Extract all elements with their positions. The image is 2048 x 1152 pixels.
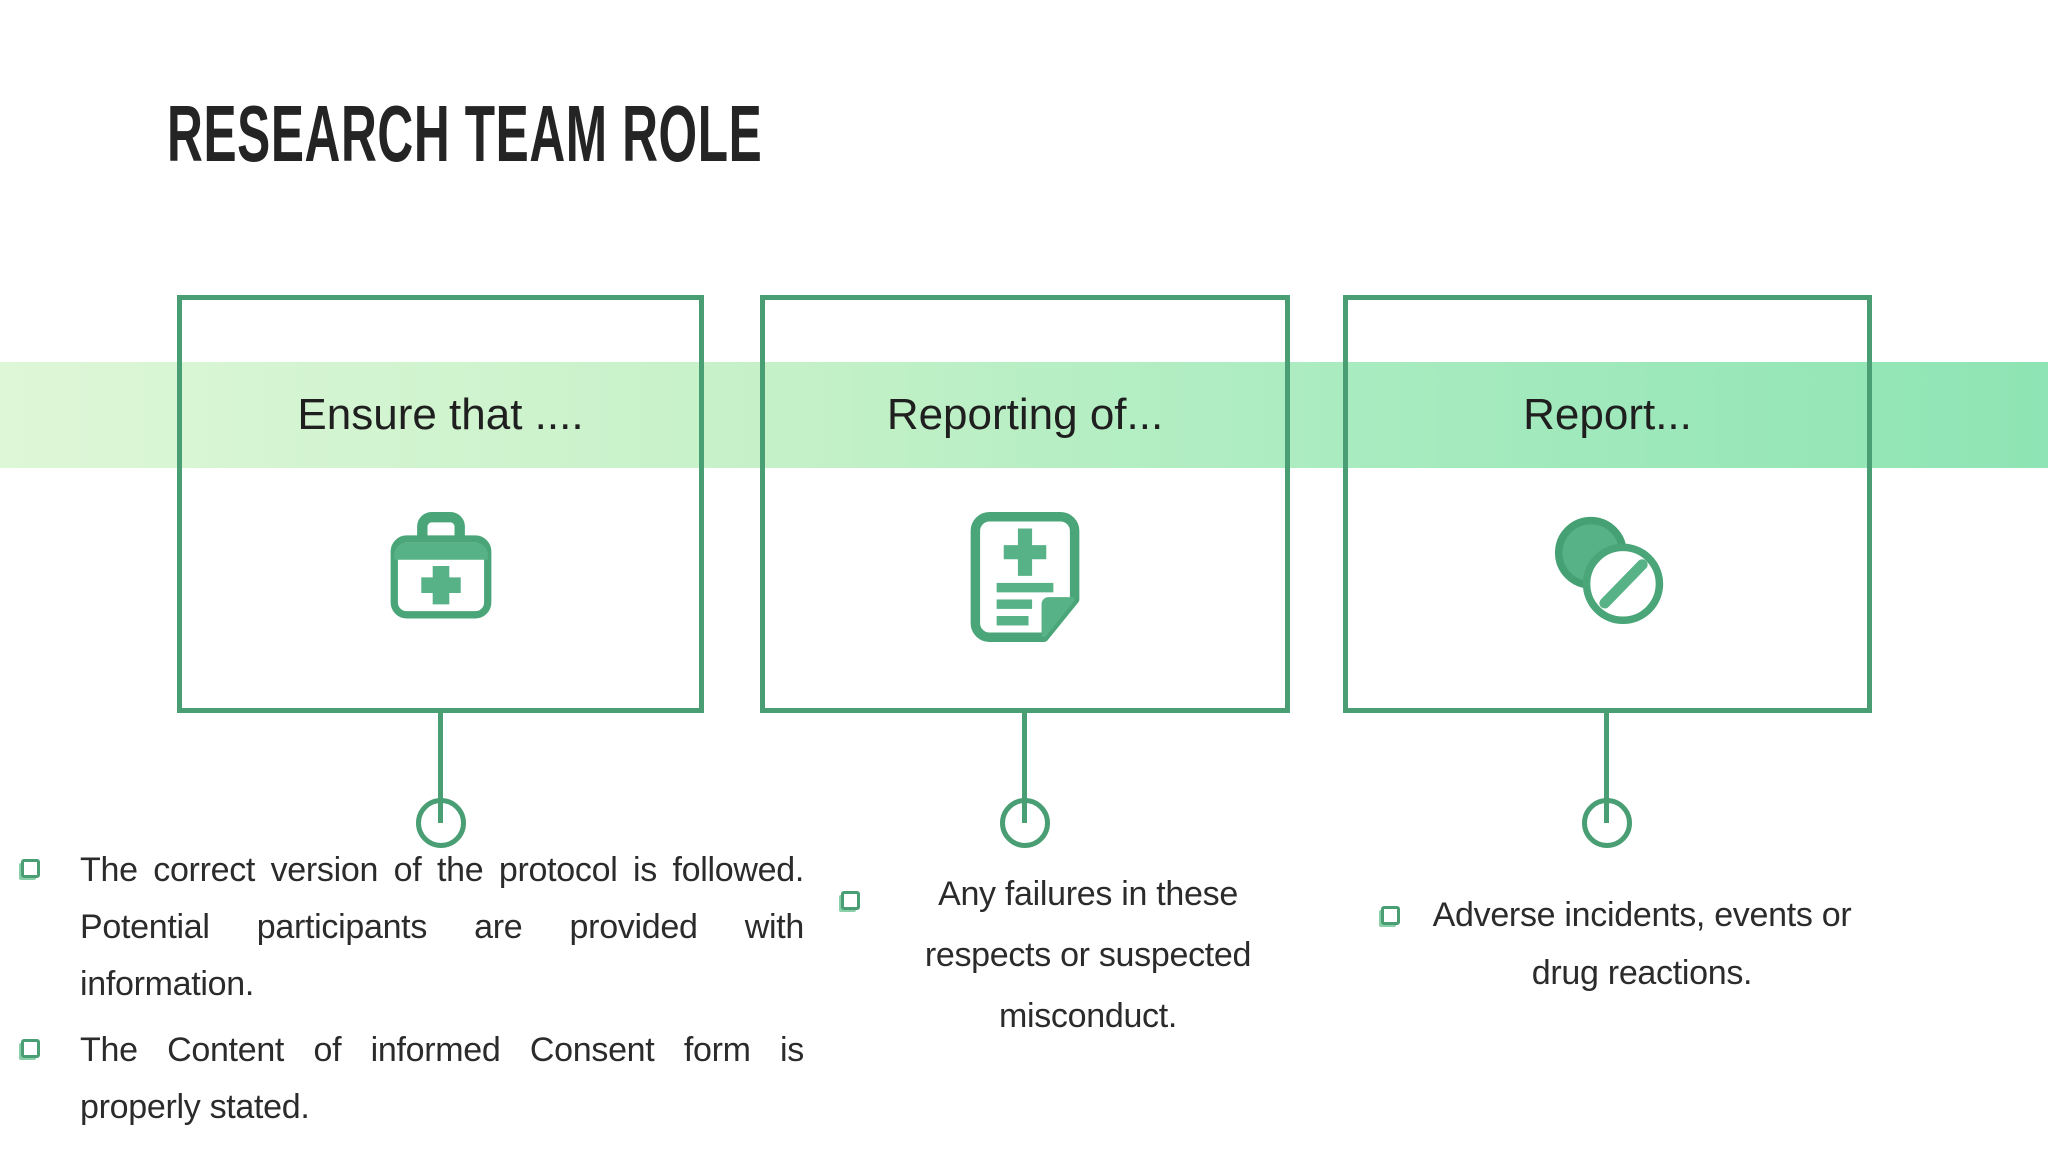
connector-line — [1022, 713, 1027, 823]
bullet-text: Adverse incidents, events or drug reacti… — [1432, 896, 1852, 992]
bullet-list-ensure: The correct version of the protocol is f… — [21, 842, 821, 1136]
card-ensure-that: Ensure that .... — [177, 295, 704, 713]
card-title: Reporting of... — [886, 390, 1164, 439]
card-report: Report... — [1343, 295, 1872, 713]
list-item: The Content of informed Consent form is … — [21, 1022, 821, 1136]
green-gradient-band — [0, 362, 2048, 468]
bullet-text: The Content of informed Consent form is … — [80, 1031, 804, 1126]
connector-line — [438, 713, 443, 823]
list-item: Adverse incidents, events or drug reacti… — [1381, 886, 1861, 1002]
square-bullet-icon — [21, 859, 40, 878]
page-title-text: RESEARCH TEAM ROLE — [167, 89, 763, 178]
card-title: Ensure that .... — [297, 390, 584, 439]
bullet-text: The correct version of the protocol is f… — [80, 851, 804, 1003]
bullet-text: Any failures in these respects or suspec… — [924, 875, 1252, 1035]
card-reporting-of: Reporting of... — [760, 295, 1290, 713]
connector-line — [1604, 713, 1609, 823]
pills-icon — [1348, 512, 1867, 630]
square-bullet-icon — [841, 891, 860, 910]
list-item: Any failures in these respects or suspec… — [841, 864, 1301, 1047]
bullet-list-reporting: Any failures in these respects or suspec… — [841, 864, 1301, 1047]
card-title: Report... — [1523, 390, 1692, 439]
first-aid-kit-icon — [182, 512, 699, 620]
bullet-list-report: Adverse incidents, events or drug reacti… — [1381, 886, 1861, 1002]
square-bullet-icon — [1381, 906, 1400, 925]
page-title: RESEARCH TEAM ROLE — [167, 88, 1127, 178]
medical-report-icon — [765, 512, 1285, 642]
list-item: The correct version of the protocol is f… — [21, 842, 821, 1013]
square-bullet-icon — [21, 1039, 40, 1058]
